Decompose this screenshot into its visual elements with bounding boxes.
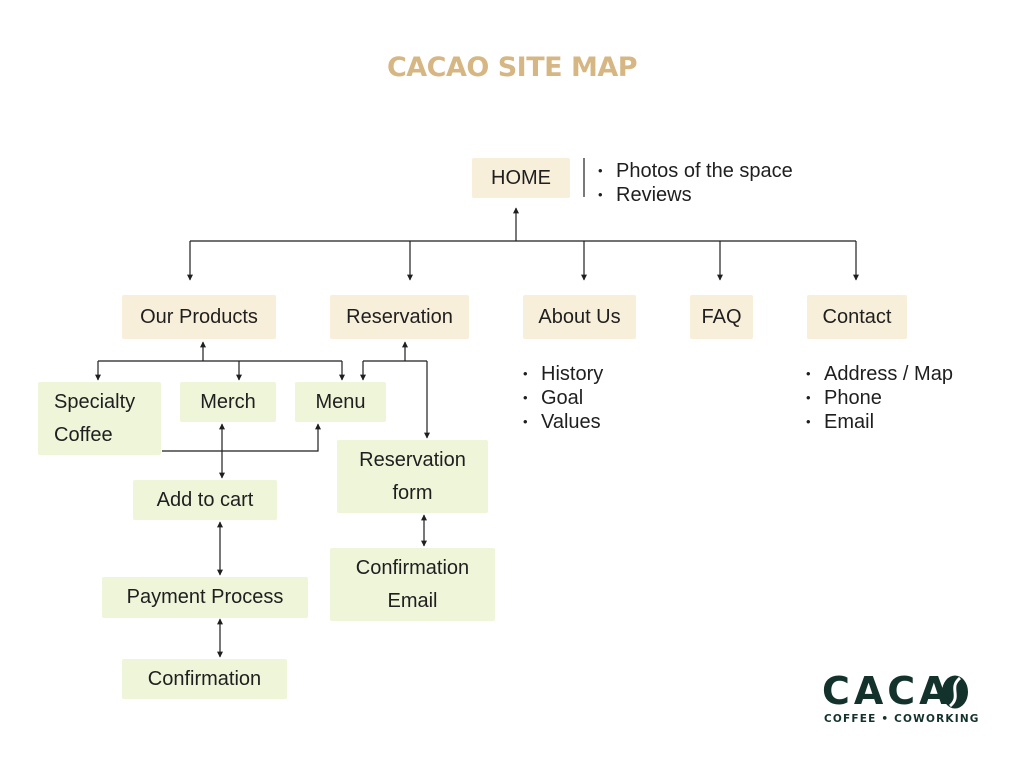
about-note: Values: [523, 410, 603, 434]
specialty-menu-link: [162, 423, 321, 452]
home-note: Reviews: [598, 183, 793, 207]
node-confirmation: Confirmation: [122, 659, 287, 699]
node-add-to-cart-label: Add to cart: [156, 488, 254, 511]
node-reservation-form-line2: form: [392, 481, 433, 504]
contact-note: Phone: [806, 386, 953, 410]
node-confirmation-email: Confirmation Email: [330, 548, 495, 621]
node-specialty-line1: Specialty: [54, 390, 136, 413]
node-about-us-label: About Us: [538, 305, 621, 328]
node-merch-label: Merch: [200, 390, 256, 413]
contact-note: Address / Map: [806, 362, 953, 386]
node-contact-label: Contact: [822, 305, 892, 328]
node-contact: Contact: [807, 295, 907, 339]
about-note: History: [523, 362, 603, 386]
logo-wordmark: CACA: [822, 669, 953, 713]
contact-note: Email: [806, 410, 953, 434]
node-merch: Merch: [180, 382, 276, 422]
node-payment-process-label: Payment Process: [126, 586, 284, 608]
node-confirmation-label: Confirmation: [147, 667, 262, 690]
node-our-products: Our Products: [122, 295, 276, 339]
cacao-logo: CACA COFFEE • COWORKING: [822, 669, 978, 730]
node-specialty-coffee: Specialty Coffee: [38, 382, 161, 455]
node-confirmation-email-line2: Email: [387, 589, 438, 612]
node-reservation-form-line1: Reservation: [359, 448, 466, 471]
node-reservation-label: Reservation: [346, 305, 453, 328]
node-specialty-line2: Coffee: [54, 423, 113, 446]
node-menu-label: Menu: [315, 390, 366, 413]
node-payment-process: Payment Process: [102, 577, 308, 618]
node-reservation-form: Reservation form: [337, 440, 488, 513]
node-home-label: HOME: [491, 166, 551, 189]
home-notes: Photos of the space Reviews: [598, 159, 793, 207]
about-notes: History Goal Values: [523, 362, 603, 434]
about-note: Goal: [523, 386, 603, 410]
node-reservation: Reservation: [330, 295, 469, 339]
node-confirmation-email-line1: Confirmation: [355, 556, 470, 579]
home-note: Photos of the space: [598, 159, 793, 183]
node-faq: FAQ: [690, 295, 753, 339]
diagram-title: CACAO SITE MAP: [386, 52, 638, 83]
node-about-us: About Us: [523, 295, 636, 339]
node-menu: Menu: [295, 382, 386, 422]
node-faq-label: FAQ: [701, 305, 742, 328]
node-add-to-cart: Add to cart: [133, 480, 277, 520]
node-home: HOME: [472, 158, 570, 198]
contact-notes: Address / Map Phone Email: [806, 362, 953, 434]
coffee-bean-icon: [942, 675, 968, 709]
node-our-products-label: Our Products: [140, 305, 258, 328]
logo-subtitle: COFFEE • COWORKING: [824, 713, 980, 725]
